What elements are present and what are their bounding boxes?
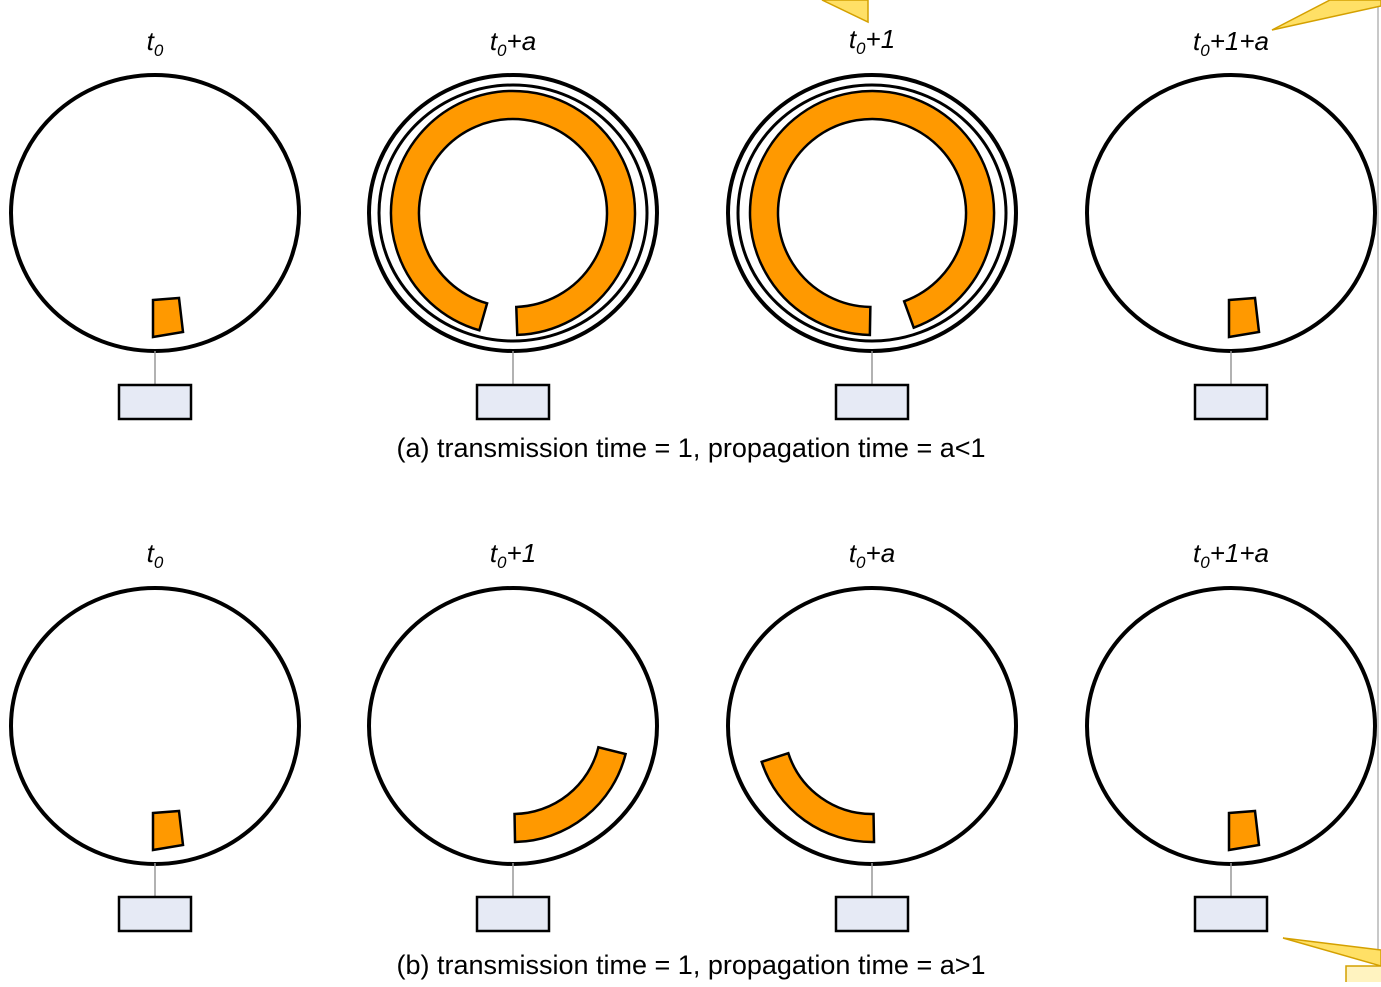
station-b-3	[834, 895, 910, 933]
signal-wave-a-3	[748, 89, 996, 337]
signal-burst-a-4	[1227, 296, 1261, 339]
label-a-2: t0+a	[489, 26, 537, 60]
inner-ring-a-2	[377, 83, 649, 343]
label-b-4: t0+1+a	[1193, 538, 1269, 572]
signal-burst-a-1	[151, 296, 185, 339]
callout-box-bottom-right	[1345, 965, 1381, 987]
label-b-2: t0+1	[489, 538, 537, 572]
station-a-1	[117, 383, 193, 421]
caption-a: (a) transmission time = 1, propagation t…	[396, 433, 986, 463]
callout-pointer-bottom-right	[1282, 937, 1381, 967]
label-a-1: t0	[146, 26, 164, 60]
ring-b-2	[367, 586, 659, 866]
label-a-3: t0+1	[848, 24, 896, 58]
callout-pointer-top-right	[1271, 0, 1381, 31]
station-a-3	[834, 383, 910, 421]
caption-b: (b) transmission time = 1, propagation t…	[396, 950, 986, 980]
inner-ring-a-3	[736, 83, 1008, 343]
signal-wave-a-2	[389, 89, 637, 337]
label-b-1: t0	[146, 538, 164, 572]
station-b-2	[475, 895, 551, 933]
callout-pointer-top-center	[821, 0, 869, 24]
station-a-4	[1193, 383, 1269, 421]
label-a-4: t0+1+a	[1193, 26, 1269, 60]
station-a-2	[475, 383, 551, 421]
signal-burst-b-1	[151, 809, 185, 852]
signal-burst-b-4	[1227, 809, 1261, 852]
signal-wave-b-3	[760, 751, 876, 844]
signal-wave-b-2	[513, 745, 628, 844]
station-b-4	[1193, 895, 1269, 933]
station-b-1	[117, 895, 193, 933]
label-b-3: t0+a	[848, 538, 896, 572]
